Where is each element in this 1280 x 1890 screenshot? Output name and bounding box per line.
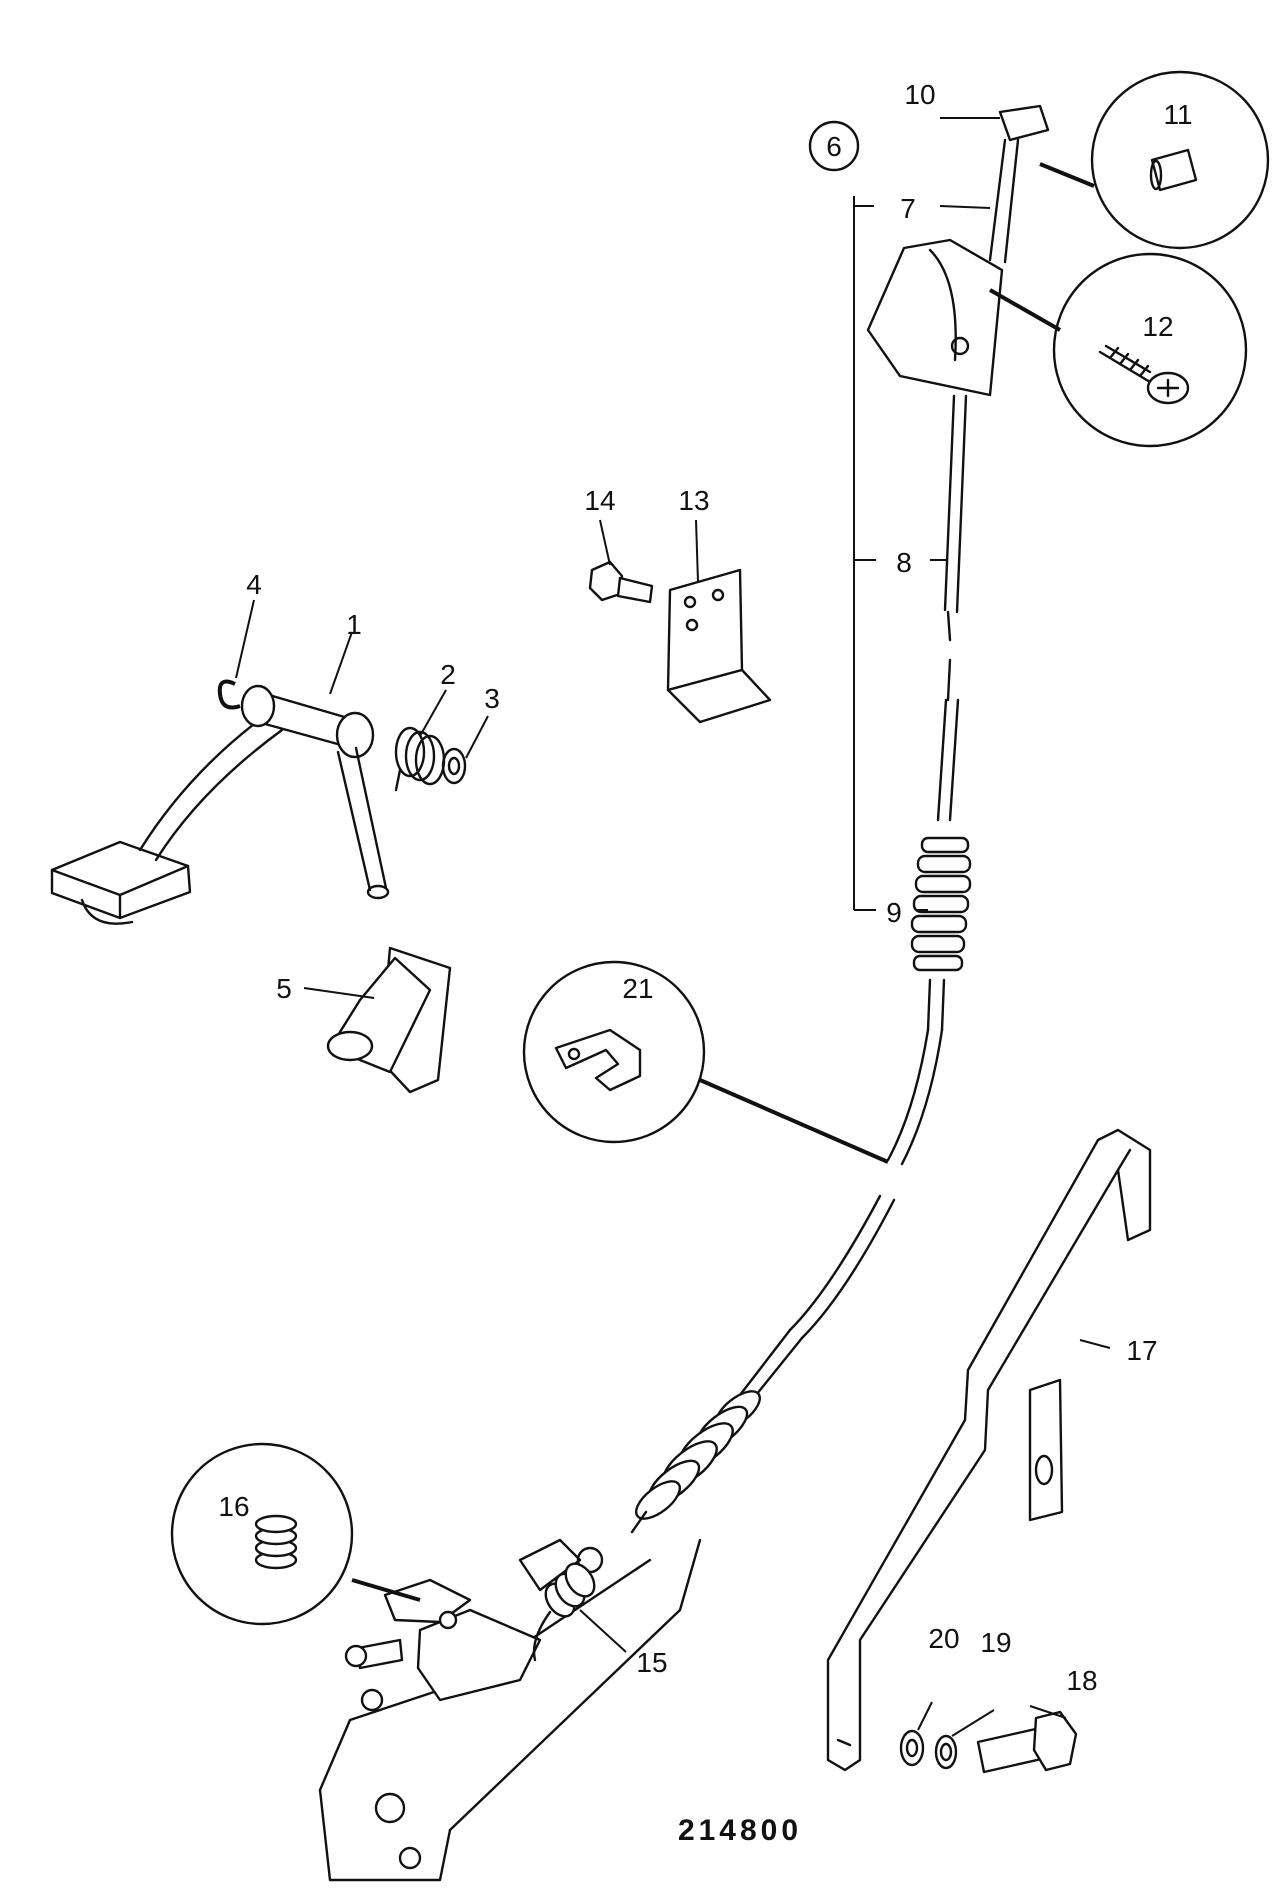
return-spring-part-15	[532, 1562, 596, 1662]
callout-6-circle	[808, 120, 860, 172]
lower-gaiter	[635, 1390, 761, 1520]
callout-10: 10	[904, 79, 935, 110]
lever-part-7	[988, 138, 1007, 262]
callout-16: 16	[218, 1491, 249, 1522]
callout-20: 20	[928, 1623, 959, 1654]
callout-11: 11	[1163, 99, 1192, 130]
detail-circle-16	[170, 1442, 421, 1626]
callout-8: 8	[896, 547, 912, 578]
hand-control-assembly-part-6	[866, 104, 1050, 1166]
cable-part-8	[943, 394, 956, 612]
washer-part-19	[934, 1734, 958, 1770]
callout-7: 7	[900, 193, 916, 224]
callout-19: 19	[980, 1627, 1011, 1658]
knob-part-10	[998, 104, 1050, 142]
callout-labels: 1 2 3 4 5 6 7 8 9 10 11 12 13 14 15 16 1…	[218, 79, 1192, 1696]
callout-1: 1	[346, 609, 362, 640]
callout-9: 9	[886, 897, 902, 928]
spring-part-2	[394, 726, 446, 792]
pump-housing	[318, 1538, 702, 1882]
bracket-part-13	[666, 568, 772, 724]
pedal-assembly-part-1	[50, 684, 390, 925]
rubber-boot-part-5	[326, 946, 452, 1094]
detail-circle-11	[1039, 70, 1270, 250]
callout-21: 21	[622, 973, 653, 1004]
leader-lines	[235, 117, 1111, 1737]
callout-17: 17	[1126, 1335, 1157, 1366]
callout-14: 14	[584, 485, 615, 516]
washer-part-3	[441, 747, 467, 785]
lower-cable	[630, 1194, 896, 1534]
detail-circle-21	[522, 960, 889, 1164]
callout-15: 15	[636, 1647, 667, 1678]
callout-5: 5	[276, 973, 292, 1004]
detail-circle-12	[989, 252, 1248, 448]
callout-12: 12	[1142, 311, 1173, 342]
circlip-part-4	[217, 679, 241, 710]
callout-3: 3	[484, 683, 500, 714]
callout-2: 2	[440, 659, 456, 690]
bolt-part-14	[588, 560, 654, 604]
support-bracket-part-17	[826, 1128, 1152, 1772]
callout-13: 13	[678, 485, 709, 516]
callout-18: 18	[1066, 1665, 1097, 1696]
gaiter-part-9	[910, 836, 972, 972]
washer-part-20	[899, 1729, 925, 1767]
callout-4: 4	[246, 569, 262, 600]
figure-number: 214800	[678, 1814, 802, 1847]
callout-6: 6	[826, 131, 842, 162]
bolt-part-18	[976, 1710, 1078, 1774]
